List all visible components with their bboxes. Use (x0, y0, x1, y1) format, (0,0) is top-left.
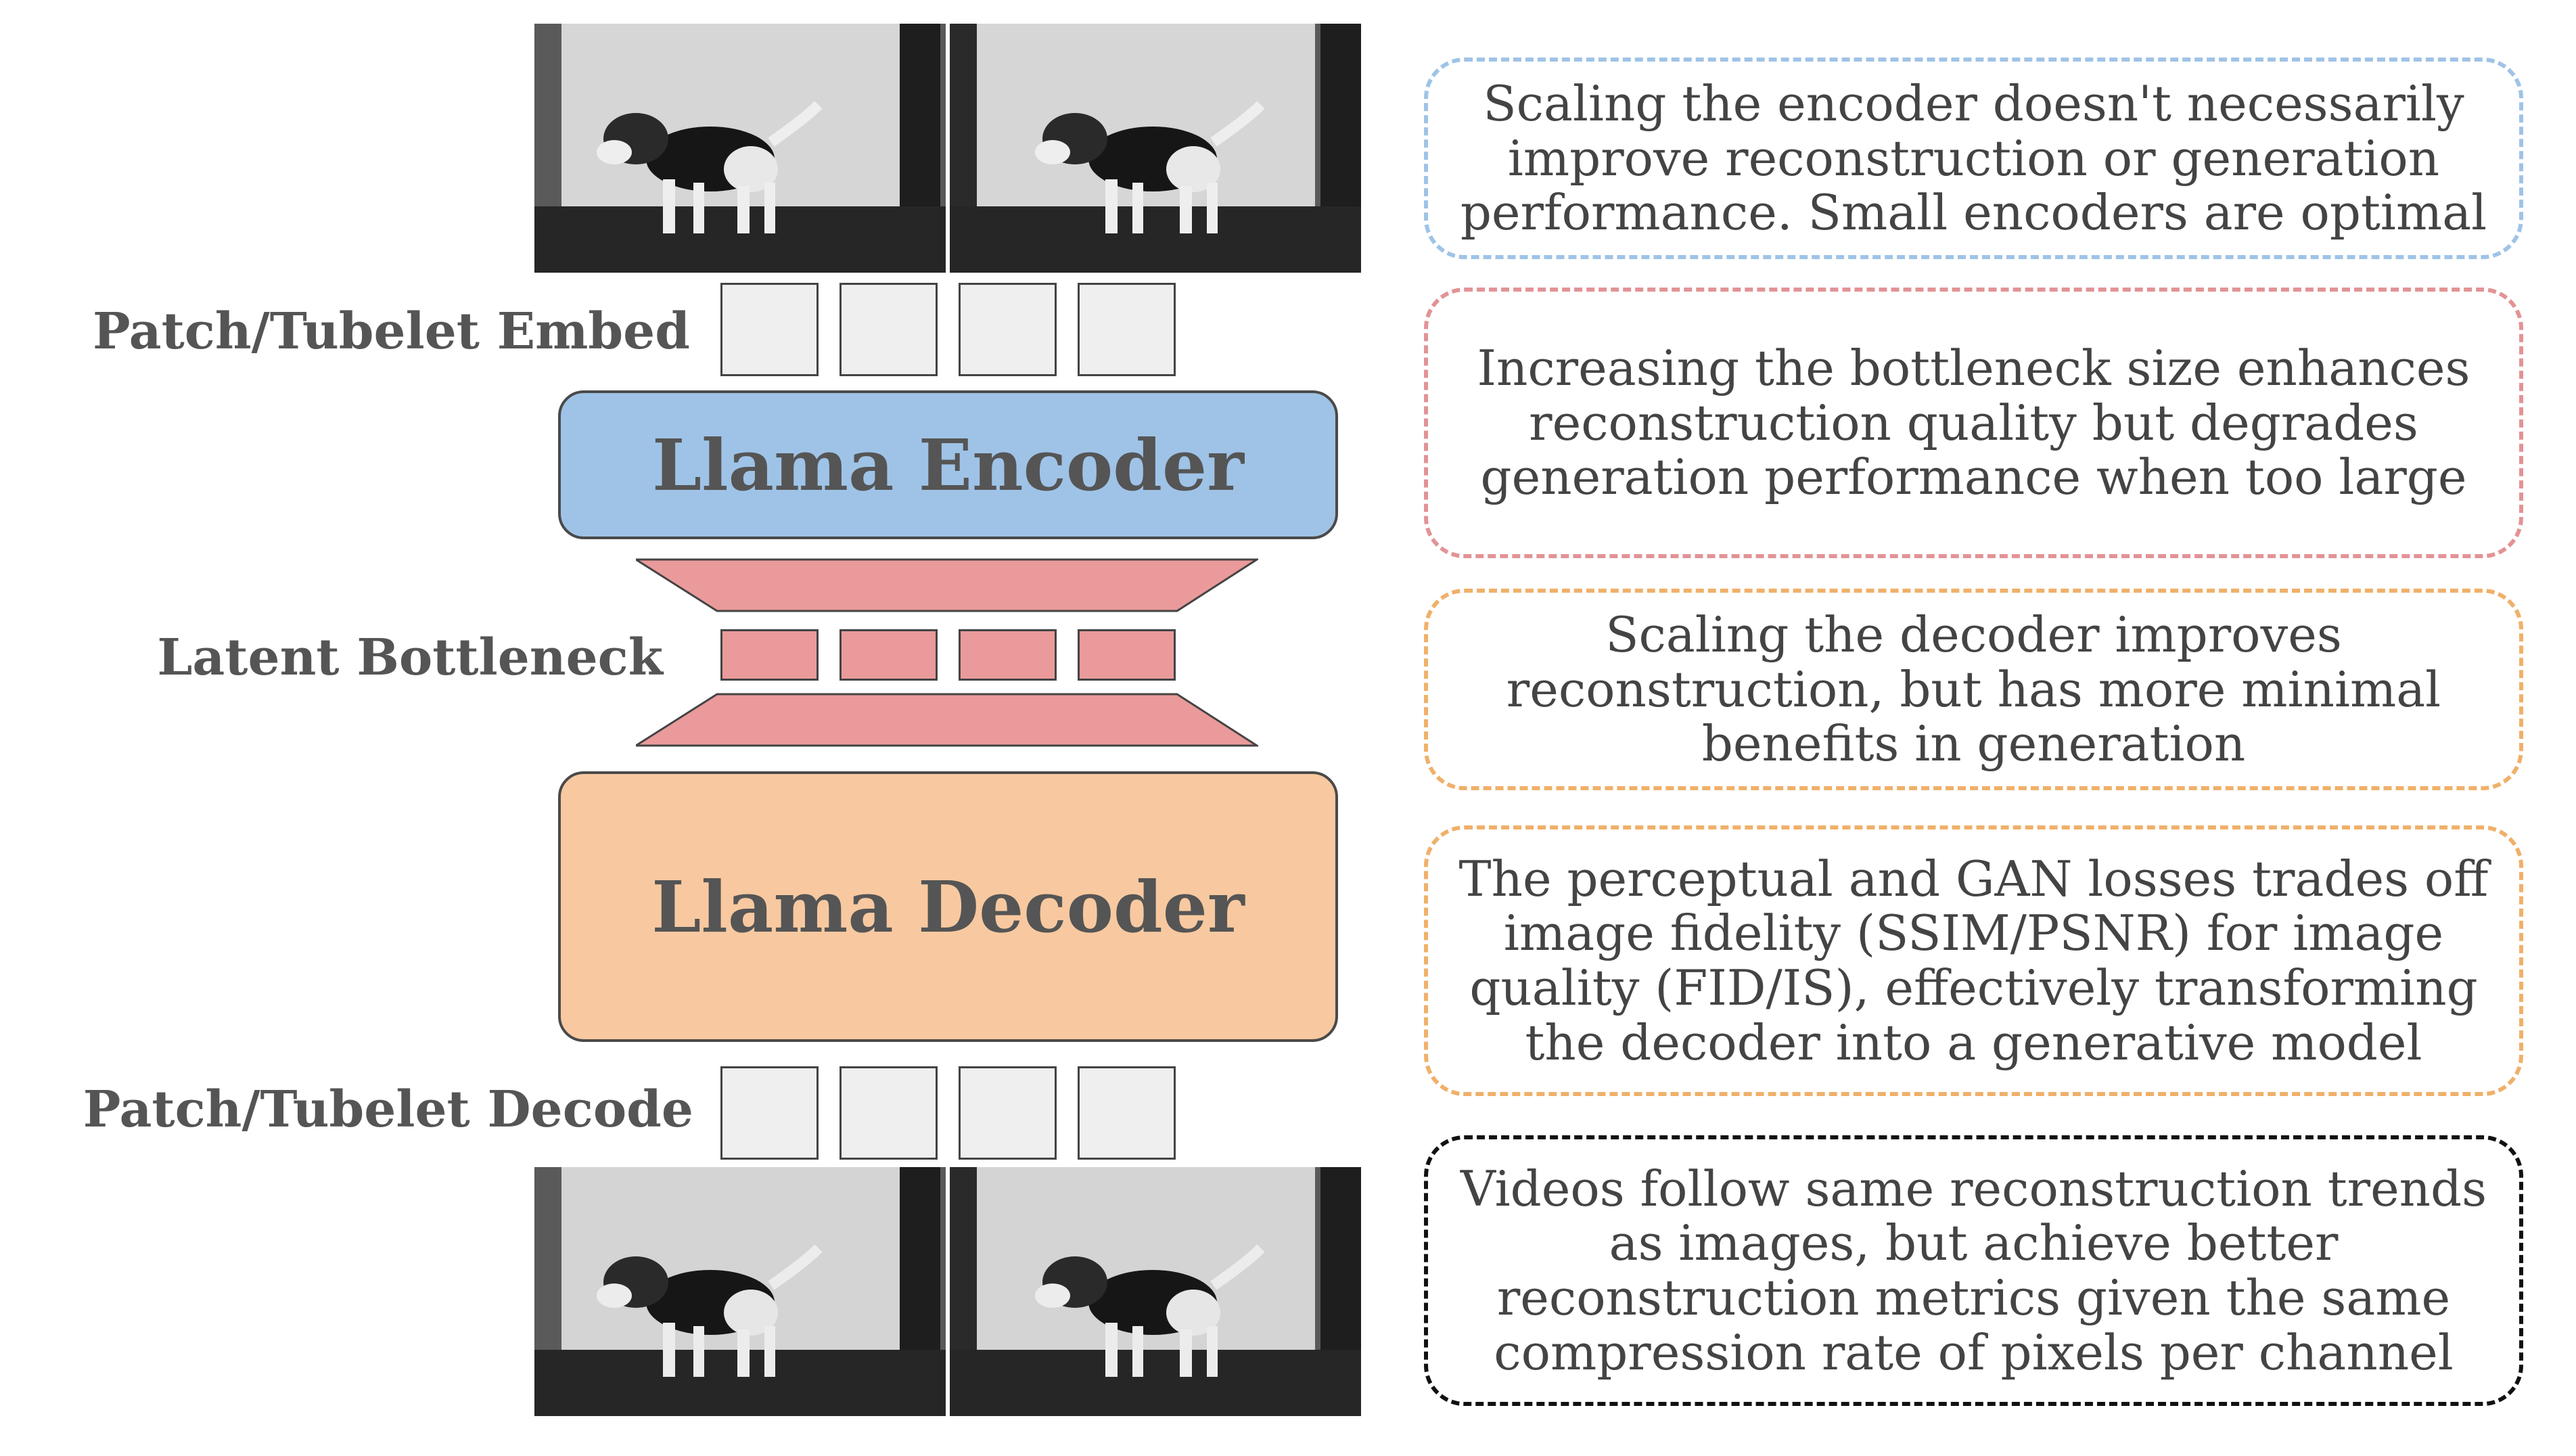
note-decoder-scaling-text: Scaling the decoder improves reconstruct… (1506, 606, 2441, 773)
decode-patch-3 (959, 1066, 1057, 1160)
input-frame-1 (534, 24, 946, 273)
bottleneck-compress-shape (636, 558, 1258, 612)
embed-patch-3 (959, 283, 1057, 376)
latent-bottleneck-label: Latent Bottleneck (157, 629, 663, 687)
bottleneck-patch-3 (959, 629, 1057, 681)
dog-photo-icon (950, 24, 1361, 273)
note-perceptual-gan-losses: The perceptual and GAN losses trades off… (1424, 825, 2523, 1096)
bottleneck-patch-1 (720, 629, 819, 681)
note-bottleneck-size-text: Increasing the bottleneck size enhances … (1477, 340, 2470, 506)
decode-patch-4 (1078, 1066, 1176, 1160)
embed-patch-4 (1078, 283, 1176, 376)
llama-encoder-block: Llama Encoder (558, 390, 1338, 539)
note-encoder-scaling-text: Scaling the encoder doesn't necessarily … (1460, 75, 2487, 242)
dog-photo-icon (534, 24, 946, 273)
input-frame-2 (950, 24, 1361, 273)
output-frame-1 (534, 1167, 946, 1416)
dog-photo-icon (534, 1167, 946, 1416)
patch-embed-label: Patch/Tubelet Embed (93, 302, 690, 361)
decode-patch-1 (720, 1066, 819, 1160)
llama-encoder-label: Llama Encoder (652, 423, 1244, 507)
note-encoder-scaling: Scaling the encoder doesn't necessarily … (1424, 58, 2523, 259)
note-perceptual-gan-losses-text: The perceptual and GAN losses trades off… (1458, 850, 2489, 1071)
bottleneck-expand-shape (636, 693, 1258, 747)
bottleneck-patch-4 (1078, 629, 1176, 681)
note-video-trends: Videos follow same reconstruction trends… (1424, 1135, 2523, 1406)
embed-patch-2 (840, 283, 938, 376)
note-bottleneck-size: Increasing the bottleneck size enhances … (1424, 288, 2523, 558)
note-video-trends-text: Videos follow same reconstruction trends… (1460, 1160, 2487, 1381)
decode-patch-2 (840, 1066, 938, 1160)
note-decoder-scaling: Scaling the decoder improves reconstruct… (1424, 589, 2523, 790)
bottleneck-patch-2 (840, 629, 938, 681)
llama-decoder-block: Llama Decoder (558, 771, 1338, 1042)
patch-decode-label: Patch/Tubelet Decode (83, 1080, 693, 1139)
dog-photo-icon (950, 1167, 1361, 1416)
llama-decoder-label: Llama Decoder (651, 865, 1245, 949)
output-frame-2 (950, 1167, 1361, 1416)
embed-patch-1 (720, 283, 819, 376)
